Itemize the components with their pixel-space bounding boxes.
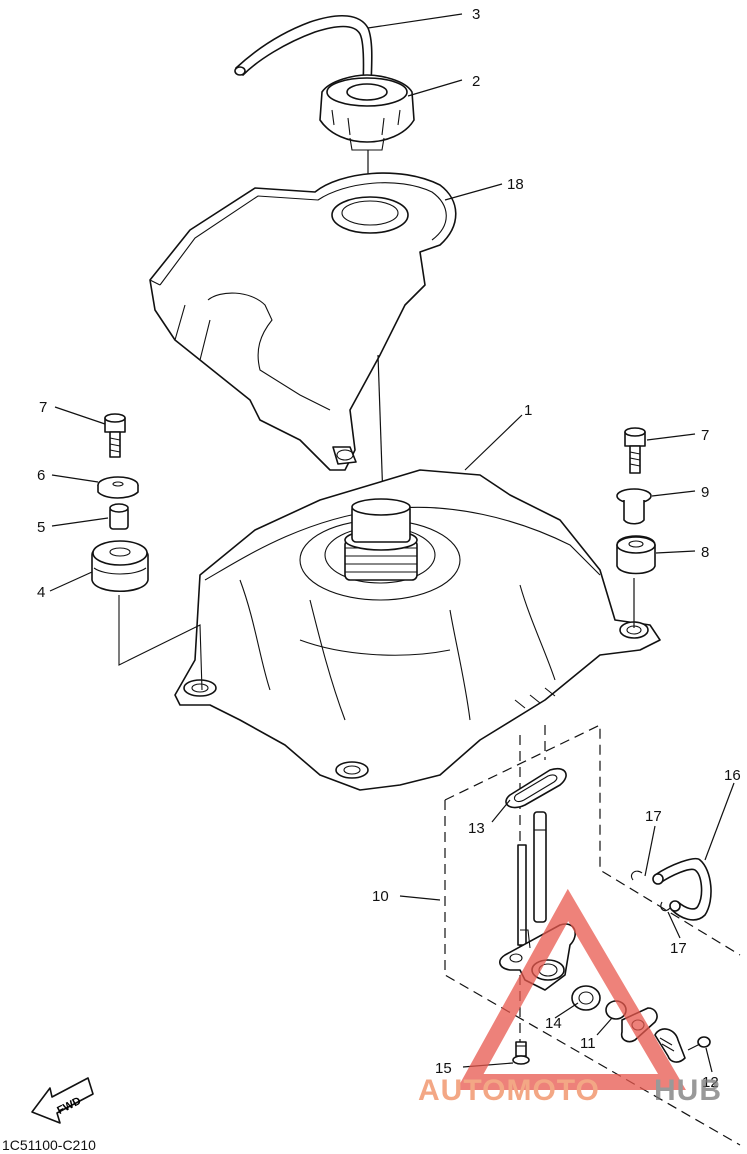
callout-16: 16 xyxy=(724,767,741,784)
figure-code: 1C51100-C210 xyxy=(2,1137,96,1153)
callout-12: 12 xyxy=(702,1074,719,1091)
watermark-text-hub: HUB xyxy=(654,1074,722,1107)
callout-10: 10 xyxy=(372,888,389,905)
fuel-cap xyxy=(319,74,415,200)
fwd-arrow-icon: FWD xyxy=(31,1077,94,1124)
left-mount-parts xyxy=(91,413,203,691)
callout-8: 8 xyxy=(701,544,709,561)
callout-3: 3 xyxy=(472,6,480,23)
tank-shroud xyxy=(149,172,457,501)
callout-7-left: 7 xyxy=(39,399,47,416)
leader-lines xyxy=(49,13,735,1073)
callout-11: 11 xyxy=(580,1035,596,1052)
callout-5: 5 xyxy=(37,519,45,536)
callout-17-bottom: 17 xyxy=(670,940,687,957)
callout-labels: 1 2 3 4 5 6 7 7 8 9 10 11 12 13 14 15 16… xyxy=(37,6,741,1091)
callout-6: 6 xyxy=(37,467,45,484)
callout-7-right: 7 xyxy=(701,427,709,444)
callout-2: 2 xyxy=(472,73,480,90)
callout-18: 18 xyxy=(507,176,524,193)
callout-15: 15 xyxy=(435,1060,452,1077)
callout-9: 9 xyxy=(701,484,709,501)
callout-4: 4 xyxy=(37,584,45,601)
breather-hose xyxy=(234,14,373,86)
fuel-tank xyxy=(174,469,661,791)
callout-14: 14 xyxy=(545,1015,562,1032)
watermark-logo: AUTOMOTO HUB xyxy=(418,888,722,1107)
callout-1: 1 xyxy=(524,402,532,419)
callout-17-top: 17 xyxy=(645,808,662,825)
watermark-text-automoto: AUTOMOTO xyxy=(418,1074,600,1107)
right-mount-parts xyxy=(616,427,656,628)
callout-13: 13 xyxy=(468,820,485,837)
